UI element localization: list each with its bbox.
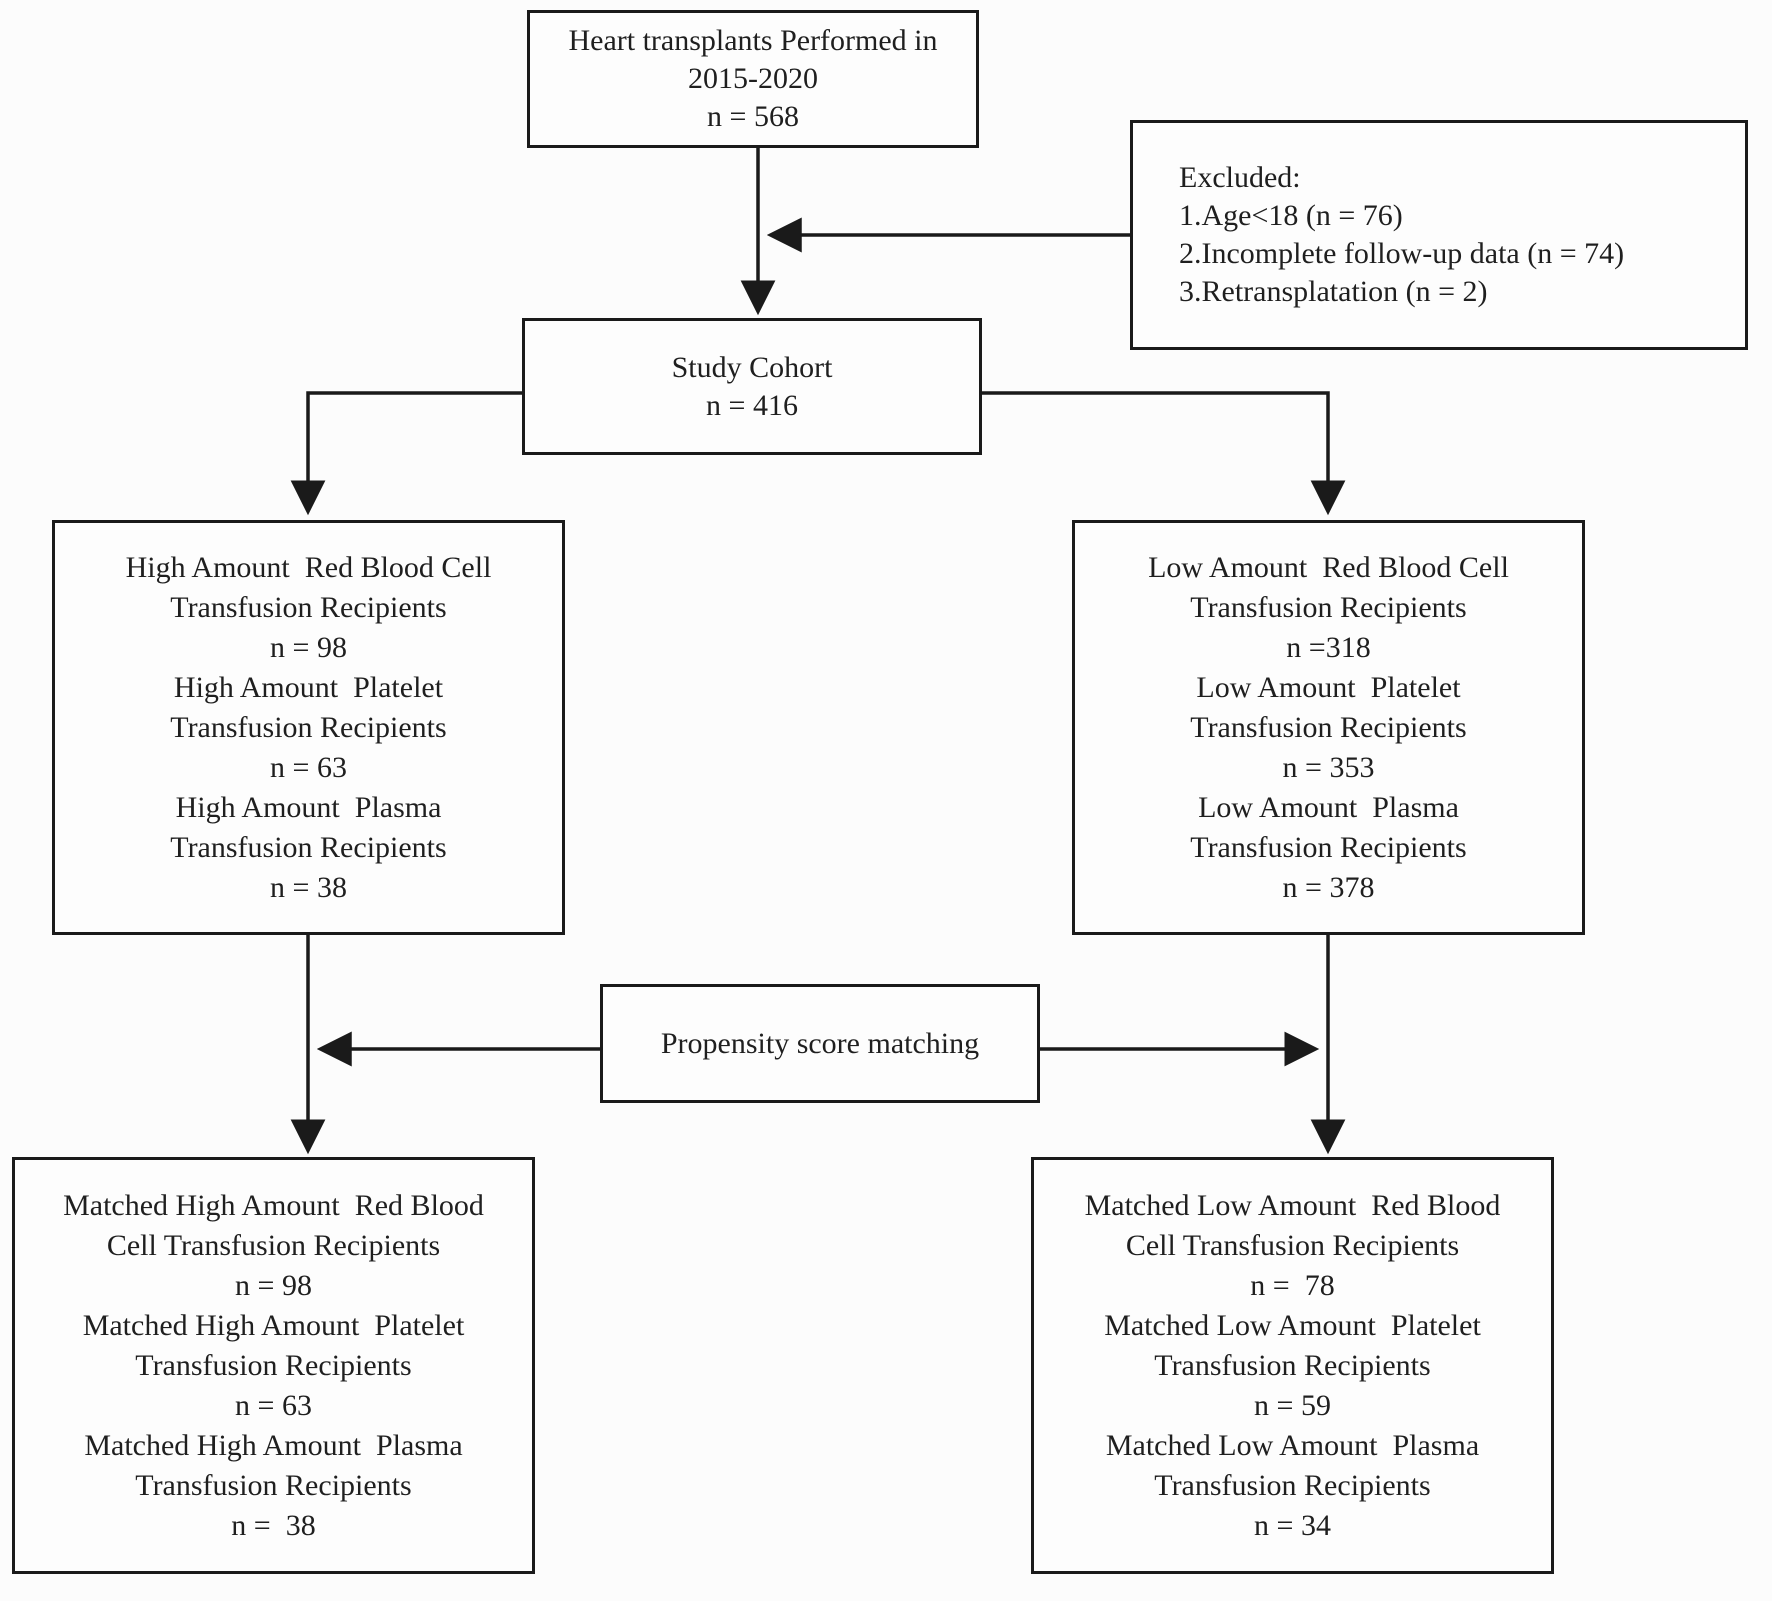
box-line: n = 568 (707, 100, 799, 133)
box-low-amount: Low Amount Red Blood Cell Transfusion Re… (1072, 520, 1585, 935)
box-line: Heart transplants Performed in (568, 24, 938, 57)
box-line: n = 63 (235, 1388, 312, 1422)
box-line: Transfusion Recipients (1154, 1348, 1431, 1382)
box-line: Transfusion Recipients (170, 830, 447, 864)
box-line: n =318 (1286, 630, 1371, 664)
box-line: High Amount Plasma (175, 790, 442, 824)
box-line: Excluded: (1179, 161, 1301, 194)
box-line: Low Amount Platelet (1196, 670, 1461, 704)
box-line: n = 353 (1282, 750, 1375, 784)
box-line: n = 38 (231, 1508, 316, 1542)
box-line: n = 98 (235, 1268, 312, 1302)
box-line: 1.Age<18 (n = 76) (1179, 199, 1403, 232)
box-line: n = 38 (270, 870, 347, 904)
box-line: Cell Transfusion Recipients (1125, 1228, 1460, 1262)
box-line: Matched Low Amount Red Blood (1084, 1188, 1501, 1222)
box-line: Transfusion Recipients (1190, 830, 1467, 864)
box-line: n = 78 (1250, 1268, 1335, 1302)
box-line: High Amount Platelet (173, 670, 444, 704)
arrow-study-to-high (290, 391, 522, 516)
box-propensity-matching: Propensity score matching (600, 984, 1040, 1103)
box-matched-low: Matched Low Amount Red Blood Cell Transf… (1031, 1157, 1554, 1574)
box-study-cohort: Study Cohort n = 416 (522, 318, 982, 455)
box-high-amount: High Amount Red Blood Cell Transfusion R… (52, 520, 565, 935)
box-line: n = 378 (1282, 870, 1375, 904)
box-line: n = 59 (1254, 1388, 1331, 1422)
box-line: Transfusion Recipients (170, 710, 447, 744)
box-line: Low Amount Red Blood Cell (1148, 550, 1509, 584)
box-line: 2015-2020 (688, 62, 818, 95)
box-line: n = 98 (270, 630, 347, 664)
box-heart-transplants: Heart transplants Performed in 2015-2020… (527, 10, 979, 148)
box-line: Matched Low Amount Platelet (1104, 1308, 1481, 1342)
box-line: Matched High Amount Platelet (82, 1308, 465, 1342)
arrow-study-to-low (982, 391, 1346, 516)
box-line: 3.Retransplatation (n = 2) (1179, 275, 1488, 308)
box-excluded: Excluded: 1.Age<18 (n = 76) 2.Incomplete… (1130, 120, 1748, 350)
box-line: n = 63 (270, 750, 347, 784)
box-line: Transfusion Recipients (170, 590, 447, 624)
box-line: Matched High Amount Plasma (84, 1428, 463, 1462)
box-line: Transfusion Recipients (135, 1348, 412, 1382)
box-line: Propensity score matching (660, 1026, 980, 1060)
box-line: Transfusion Recipients (1190, 710, 1467, 744)
box-line: Transfusion Recipients (135, 1468, 412, 1502)
box-line: n = 34 (1254, 1508, 1331, 1542)
box-line: High Amount Red Blood Cell (125, 550, 492, 584)
box-line: 2.Incomplete follow-up data (n = 74) (1179, 237, 1625, 270)
box-matched-high: Matched High Amount Red Blood Cell Trans… (12, 1157, 535, 1574)
box-line: n = 416 (706, 388, 798, 422)
box-line: Matched High Amount Red Blood (63, 1188, 484, 1222)
box-line: Study Cohort (671, 350, 833, 384)
box-line: Transfusion Recipients (1190, 590, 1467, 624)
box-line: Matched Low Amount Plasma (1105, 1428, 1480, 1462)
box-line: Transfusion Recipients (1154, 1468, 1431, 1502)
box-line: Low Amount Plasma (1198, 790, 1459, 824)
box-line: Cell Transfusion Recipients (106, 1228, 441, 1262)
